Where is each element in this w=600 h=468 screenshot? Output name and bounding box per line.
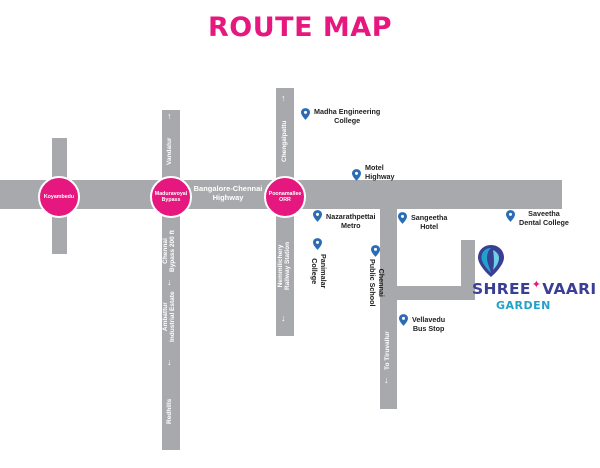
location-pin-icon — [313, 210, 322, 222]
location-pin-icon — [399, 314, 408, 326]
junction-poonamallee-label-1: Poonamallee — [268, 190, 302, 197]
logo-pin-icon — [478, 245, 504, 277]
road-label-chengalpattu: Chengalpattu — [281, 120, 288, 162]
road-connector-vertical — [461, 240, 475, 300]
location-pin-icon — [371, 245, 380, 257]
location-pin-icon — [398, 212, 407, 224]
junction-koyambedu-label: Koyambedu — [43, 193, 75, 200]
arrow-down-icon: ↓ — [167, 277, 172, 287]
page-title: ROUTE MAP — [208, 12, 392, 43]
arrow-down-icon: ↓ — [281, 313, 286, 323]
junction-koyambedu: Koyambedu — [38, 176, 80, 218]
junction-maduravoyal-label-1: Maduravoyal — [154, 190, 188, 197]
highway-label: Bangalore-Chennai Highway — [192, 184, 264, 202]
arrow-up-icon: ↑ — [281, 93, 286, 103]
road-label-redhills: Redhills — [166, 398, 173, 424]
junction-poonamallee-label-2: ORR — [279, 197, 291, 203]
arrow-down-icon: ↓ — [167, 357, 172, 367]
junction-maduravoyal-label-2: Bypass — [161, 197, 181, 203]
location-pin-icon — [313, 238, 322, 250]
road-label-tiruvallur: To Tiruvallur — [384, 331, 391, 370]
road-label-vandalur: Vandalur — [166, 137, 173, 165]
location-pin-icon — [301, 108, 310, 120]
arrow-up-icon: ↑ — [167, 111, 172, 121]
location-pin-icon — [352, 169, 361, 181]
road-connector-horizontal — [397, 286, 475, 300]
logo-butterfly-icon: ✦ — [531, 278, 542, 291]
logo-line-1: SHREE✦VAARI — [472, 278, 597, 298]
arrow-down-icon: ↓ — [384, 375, 389, 385]
road-tiruvallur-vertical — [380, 209, 397, 409]
highway-label-2: Highway — [212, 192, 244, 202]
highway-label-1: Bangalore-Chennai — [193, 184, 263, 193]
location-pin-icon — [506, 210, 515, 222]
logo-line-2: GARDEN — [496, 299, 551, 312]
